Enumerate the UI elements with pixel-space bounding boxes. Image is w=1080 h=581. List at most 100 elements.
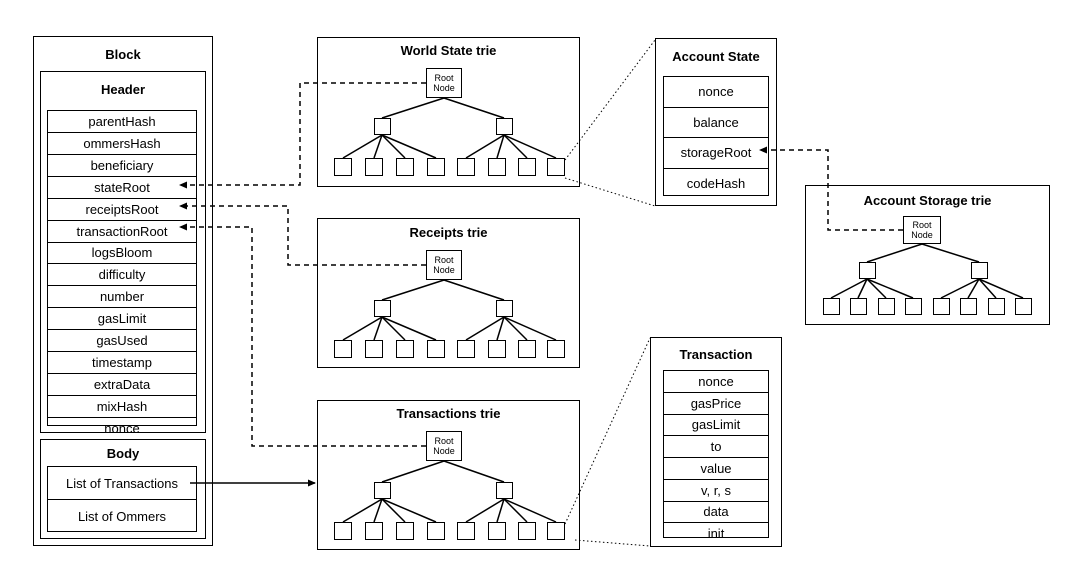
header-container <box>40 71 206 433</box>
world-state-leaf-node <box>334 158 352 176</box>
account-field-balance: balance <box>664 108 768 138</box>
transactions-branch-leaf-7 <box>503 498 557 523</box>
world-state-branch-leaf-0 <box>342 134 383 159</box>
header-field-extradata: extraData <box>48 374 196 396</box>
account-storage-leaf-node <box>877 298 895 315</box>
body-title: Body <box>106 446 140 461</box>
account-storage-root-node: Root Node <box>903 216 941 244</box>
world-state-branch-mid-1 <box>443 97 505 119</box>
header-field-receiptsroot: receiptsRoot <box>48 199 196 221</box>
body-field-list-of-ommers: List of Ommers <box>77 508 167 524</box>
receipts-leaf-node <box>365 340 383 358</box>
receipts-branch-leaf-4 <box>465 316 505 341</box>
transaction-field-data: data <box>664 502 768 524</box>
header-field-transactionroot: transactionRoot <box>48 221 196 243</box>
account-field-nonce: nonce <box>664 77 768 108</box>
world-state-branch-leaf-4 <box>465 134 505 159</box>
transaction-field-value: value <box>664 458 768 480</box>
transactions-mid-node <box>495 482 513 499</box>
account-zoom-line-bottom <box>564 177 656 207</box>
world-state-trie <box>317 37 580 187</box>
world-state-leaf-node <box>427 158 445 176</box>
transactions-branch-leaf-3 <box>381 498 437 523</box>
body-field-list-of-transactions: List of Transactions <box>48 467 196 500</box>
receipts-leaf-node <box>547 340 565 358</box>
account-storage-branch-leaf-4 <box>940 278 980 299</box>
header-title: Header <box>100 82 146 97</box>
header-field-gaslimit: gasLimit <box>48 308 196 331</box>
world-state-branch-leaf-6 <box>503 134 528 159</box>
receipts-leaf-node <box>457 340 475 358</box>
account-storage-branch-leaf-0 <box>830 278 868 299</box>
transactions-branch-leaf-0 <box>342 498 383 523</box>
header-field-mixhash: mixHash <box>48 396 196 418</box>
receipts-trie-title: Receipts trie <box>409 225 488 240</box>
receipts-branch-leaf-7 <box>503 316 557 341</box>
body-container <box>40 439 206 539</box>
transactions-leaf-node <box>427 522 445 540</box>
world-state-branch-leaf-5 <box>496 134 505 159</box>
account-storage-leaf-node <box>849 298 867 315</box>
transactions-mid-node <box>373 482 391 499</box>
account-field-storageroot: storageRoot <box>664 138 768 169</box>
account-storage-leaf-node <box>1014 298 1032 315</box>
transactions-leaf-node <box>396 522 414 540</box>
account-storage-branch-leaf-5 <box>967 278 980 299</box>
header-field-difficulty: difficulty <box>48 264 196 287</box>
transaction-field-gaslimit: gasLimit <box>664 415 768 437</box>
header-field-ommershash: ommersHash <box>48 133 196 155</box>
account-storage-branch-leaf-6 <box>978 278 997 299</box>
account-storage-trie-title: Account Storage trie <box>863 193 992 208</box>
receipts-root-connector <box>179 202 426 266</box>
receipts-mid-node <box>373 300 391 317</box>
account-storage-leaf-node <box>822 298 840 315</box>
storage-root-connector <box>759 146 903 231</box>
receipts-leaf-node <box>396 340 414 358</box>
world-state-branch-leaf-1 <box>373 134 383 159</box>
transactions-leaf-node <box>457 522 475 540</box>
account-storage-mid-node <box>858 262 876 279</box>
world-state-leaf-node <box>396 158 414 176</box>
receipts-branch-leaf-5 <box>496 316 505 341</box>
receipts-branch-mid-1 <box>443 279 505 301</box>
transaction-field-gasprice: gasPrice <box>664 393 768 415</box>
receipts-trie <box>317 218 580 368</box>
header-field-gasused: gasUsed <box>48 330 196 353</box>
account-zoom-line-top <box>564 39 656 161</box>
transactions-branch-mid-1 <box>443 460 505 483</box>
transactions-branch-leaf-6 <box>503 498 528 523</box>
transactions-branch-mid-0 <box>381 460 445 483</box>
transactions-leaf-node <box>365 522 383 540</box>
receipts-branch-mid-0 <box>381 279 445 301</box>
account-state-title: Account State <box>672 49 760 64</box>
block-title: Block <box>105 47 141 62</box>
transactions-leaf-node <box>518 522 536 540</box>
transactions-leaf-node <box>488 522 506 540</box>
world-state-mid-node <box>495 118 513 135</box>
transaction-field-init: init <box>707 526 725 542</box>
receipts-mid-node <box>495 300 513 317</box>
header-field-nonce: nonce <box>104 420 140 436</box>
world-state-leaf-node <box>488 158 506 176</box>
header-field-beneficiary: beneficiary <box>48 155 196 177</box>
account-storage-trie <box>805 185 1050 325</box>
receipts-branch-leaf-2 <box>381 316 406 341</box>
account-storage-leaf-node <box>904 298 922 315</box>
receipts-leaf-node <box>488 340 506 358</box>
world-state-branch-mid-0 <box>381 97 445 119</box>
world-state-branch-leaf-3 <box>381 134 437 159</box>
world-state-branch-leaf-2 <box>381 134 406 159</box>
world-state-mid-node <box>373 118 391 135</box>
world-state-branch-leaf-7 <box>503 134 557 159</box>
transaction-zoom-line-top <box>564 337 651 525</box>
transaction-field-to: to <box>664 436 768 458</box>
account-storage-branch-mid-0 <box>866 243 923 263</box>
world-state-leaf-node <box>457 158 475 176</box>
account-storage-branch-leaf-7 <box>978 278 1024 299</box>
receipts-branch-leaf-3 <box>381 316 437 341</box>
header-field-parenthash: parentHash <box>48 111 196 133</box>
